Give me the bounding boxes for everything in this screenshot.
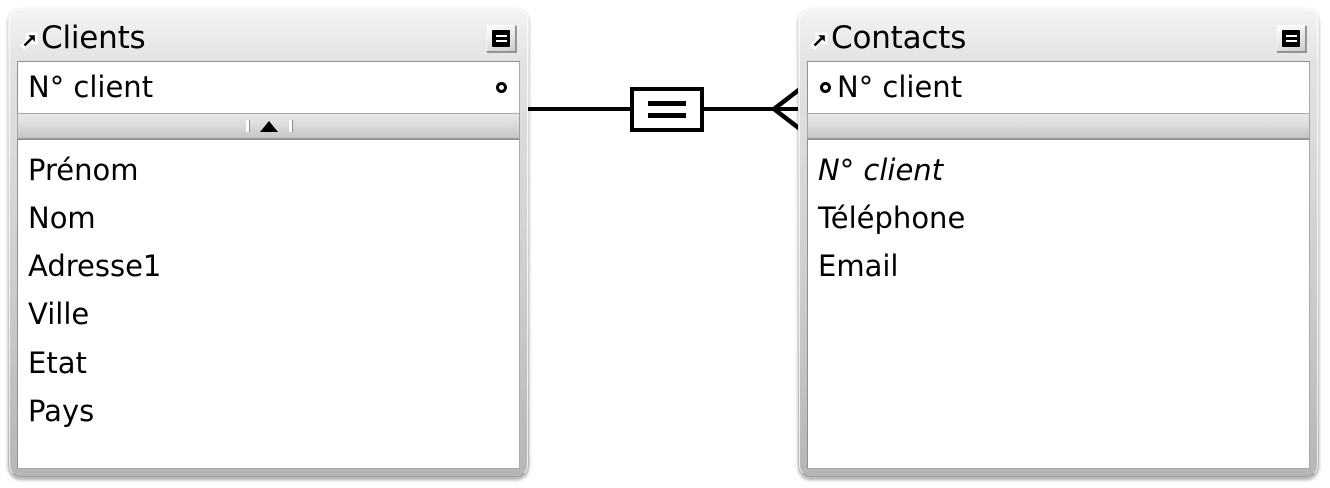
list-item[interactable]: Ville <box>28 297 90 332</box>
list-item[interactable]: Téléphone <box>818 201 966 236</box>
list-item[interactable]: Etat <box>28 345 87 380</box>
crows-foot-icon <box>770 87 800 131</box>
table-titlebar[interactable]: Contacts <box>807 17 1310 61</box>
list-view-icon <box>1282 30 1300 47</box>
list-item[interactable]: Pays <box>28 393 95 428</box>
list-view-button[interactable] <box>1276 25 1306 52</box>
equal-sign-bar-top <box>648 101 686 106</box>
list-view-icon-bar <box>495 40 507 42</box>
key-field-label: N° client <box>28 70 154 104</box>
list-view-icon-bar <box>1285 35 1297 37</box>
page-title: Clients <box>41 19 146 56</box>
grip-bar-left <box>245 120 249 132</box>
sort-ascending-triangle-icon[interactable] <box>259 120 278 132</box>
sort-indicator-band[interactable] <box>807 114 1310 139</box>
table-box-clients[interactable]: Clients N° client Prénom Nom Adresse1 Vi… <box>8 8 529 478</box>
relationship-connector[interactable] <box>528 86 800 132</box>
list-view-icon-bar <box>495 35 507 37</box>
list-item[interactable]: Adresse1 <box>28 249 162 284</box>
key-field-row[interactable]: N° client <box>17 61 520 114</box>
list-item[interactable]: Email <box>818 249 899 284</box>
equal-join-operator-box <box>630 87 704 132</box>
equal-sign-bar-bottom <box>648 113 686 118</box>
sort-indicator-band[interactable] <box>17 114 520 139</box>
grip-bar-right <box>288 120 292 132</box>
external-link-arrow-icon <box>20 30 40 50</box>
key-field-label: N° client <box>837 70 963 104</box>
list-view-icon <box>492 30 510 47</box>
table-box-inner: Clients N° client Prénom Nom Adresse1 Vi… <box>17 17 520 469</box>
key-field-row[interactable]: N° client <box>807 61 1310 114</box>
table-box-contacts[interactable]: Contacts N° client N° client Téléphone E… <box>798 8 1319 478</box>
cardinality-one-dot-icon <box>496 82 507 93</box>
table-titlebar[interactable]: Clients <box>17 17 520 61</box>
field-list[interactable]: N° client Téléphone Email <box>807 139 1310 469</box>
field-list[interactable]: Prénom Nom Adresse1 Ville Etat Pays <box>17 139 520 469</box>
list-item[interactable]: N° client <box>818 153 944 187</box>
list-item[interactable]: Prénom <box>28 153 139 187</box>
table-box-inner: Contacts N° client N° client Téléphone E… <box>807 17 1310 469</box>
external-link-arrow-icon <box>810 30 830 50</box>
cardinality-one-dot-icon <box>820 82 831 93</box>
list-view-icon-bar <box>1285 40 1297 42</box>
list-view-button[interactable] <box>486 25 516 52</box>
page-title: Contacts <box>831 19 967 56</box>
list-item[interactable]: Nom <box>28 201 96 236</box>
